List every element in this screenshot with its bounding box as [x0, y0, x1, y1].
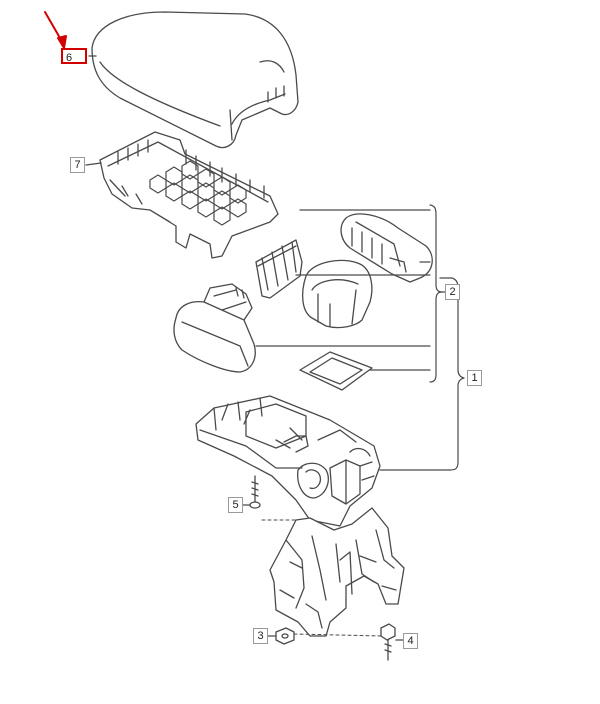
bolt-4	[380, 623, 405, 661]
callout-7[interactable]: 7	[70, 157, 85, 173]
seal-pad	[299, 351, 373, 391]
callout-1-label: 1	[471, 372, 478, 384]
callout-5-label: 5	[232, 499, 239, 511]
bracket-1	[379, 277, 465, 471]
console-base	[195, 395, 381, 527]
lid-inner-frame	[99, 131, 279, 259]
spring-clip	[255, 239, 303, 299]
callout-3[interactable]: 3	[253, 628, 268, 644]
leader-line-7	[85, 162, 102, 166]
armrest-lid	[91, 11, 299, 149]
callout-6[interactable]: 6	[61, 48, 87, 64]
front-trim-block	[173, 283, 256, 373]
callout-6-label: 6	[66, 52, 73, 64]
console-support	[269, 507, 405, 637]
callout-2[interactable]: 2	[445, 284, 460, 300]
callout-4-label: 4	[407, 635, 414, 647]
highlight-arrow	[44, 11, 67, 49]
callout-1[interactable]: 1	[467, 370, 482, 386]
hinge-end-cap	[340, 213, 433, 283]
callout-4[interactable]: 4	[403, 633, 418, 649]
nut-3	[267, 627, 295, 645]
screw-5	[242, 475, 261, 509]
callout-7-label: 7	[74, 159, 81, 171]
callout-2-label: 2	[449, 286, 456, 298]
callout-5[interactable]: 5	[228, 497, 243, 513]
hinge-sleeve	[301, 259, 373, 329]
assembly-axis	[261, 519, 383, 637]
bracket-2	[255, 204, 447, 383]
callout-3-label: 3	[257, 630, 264, 642]
